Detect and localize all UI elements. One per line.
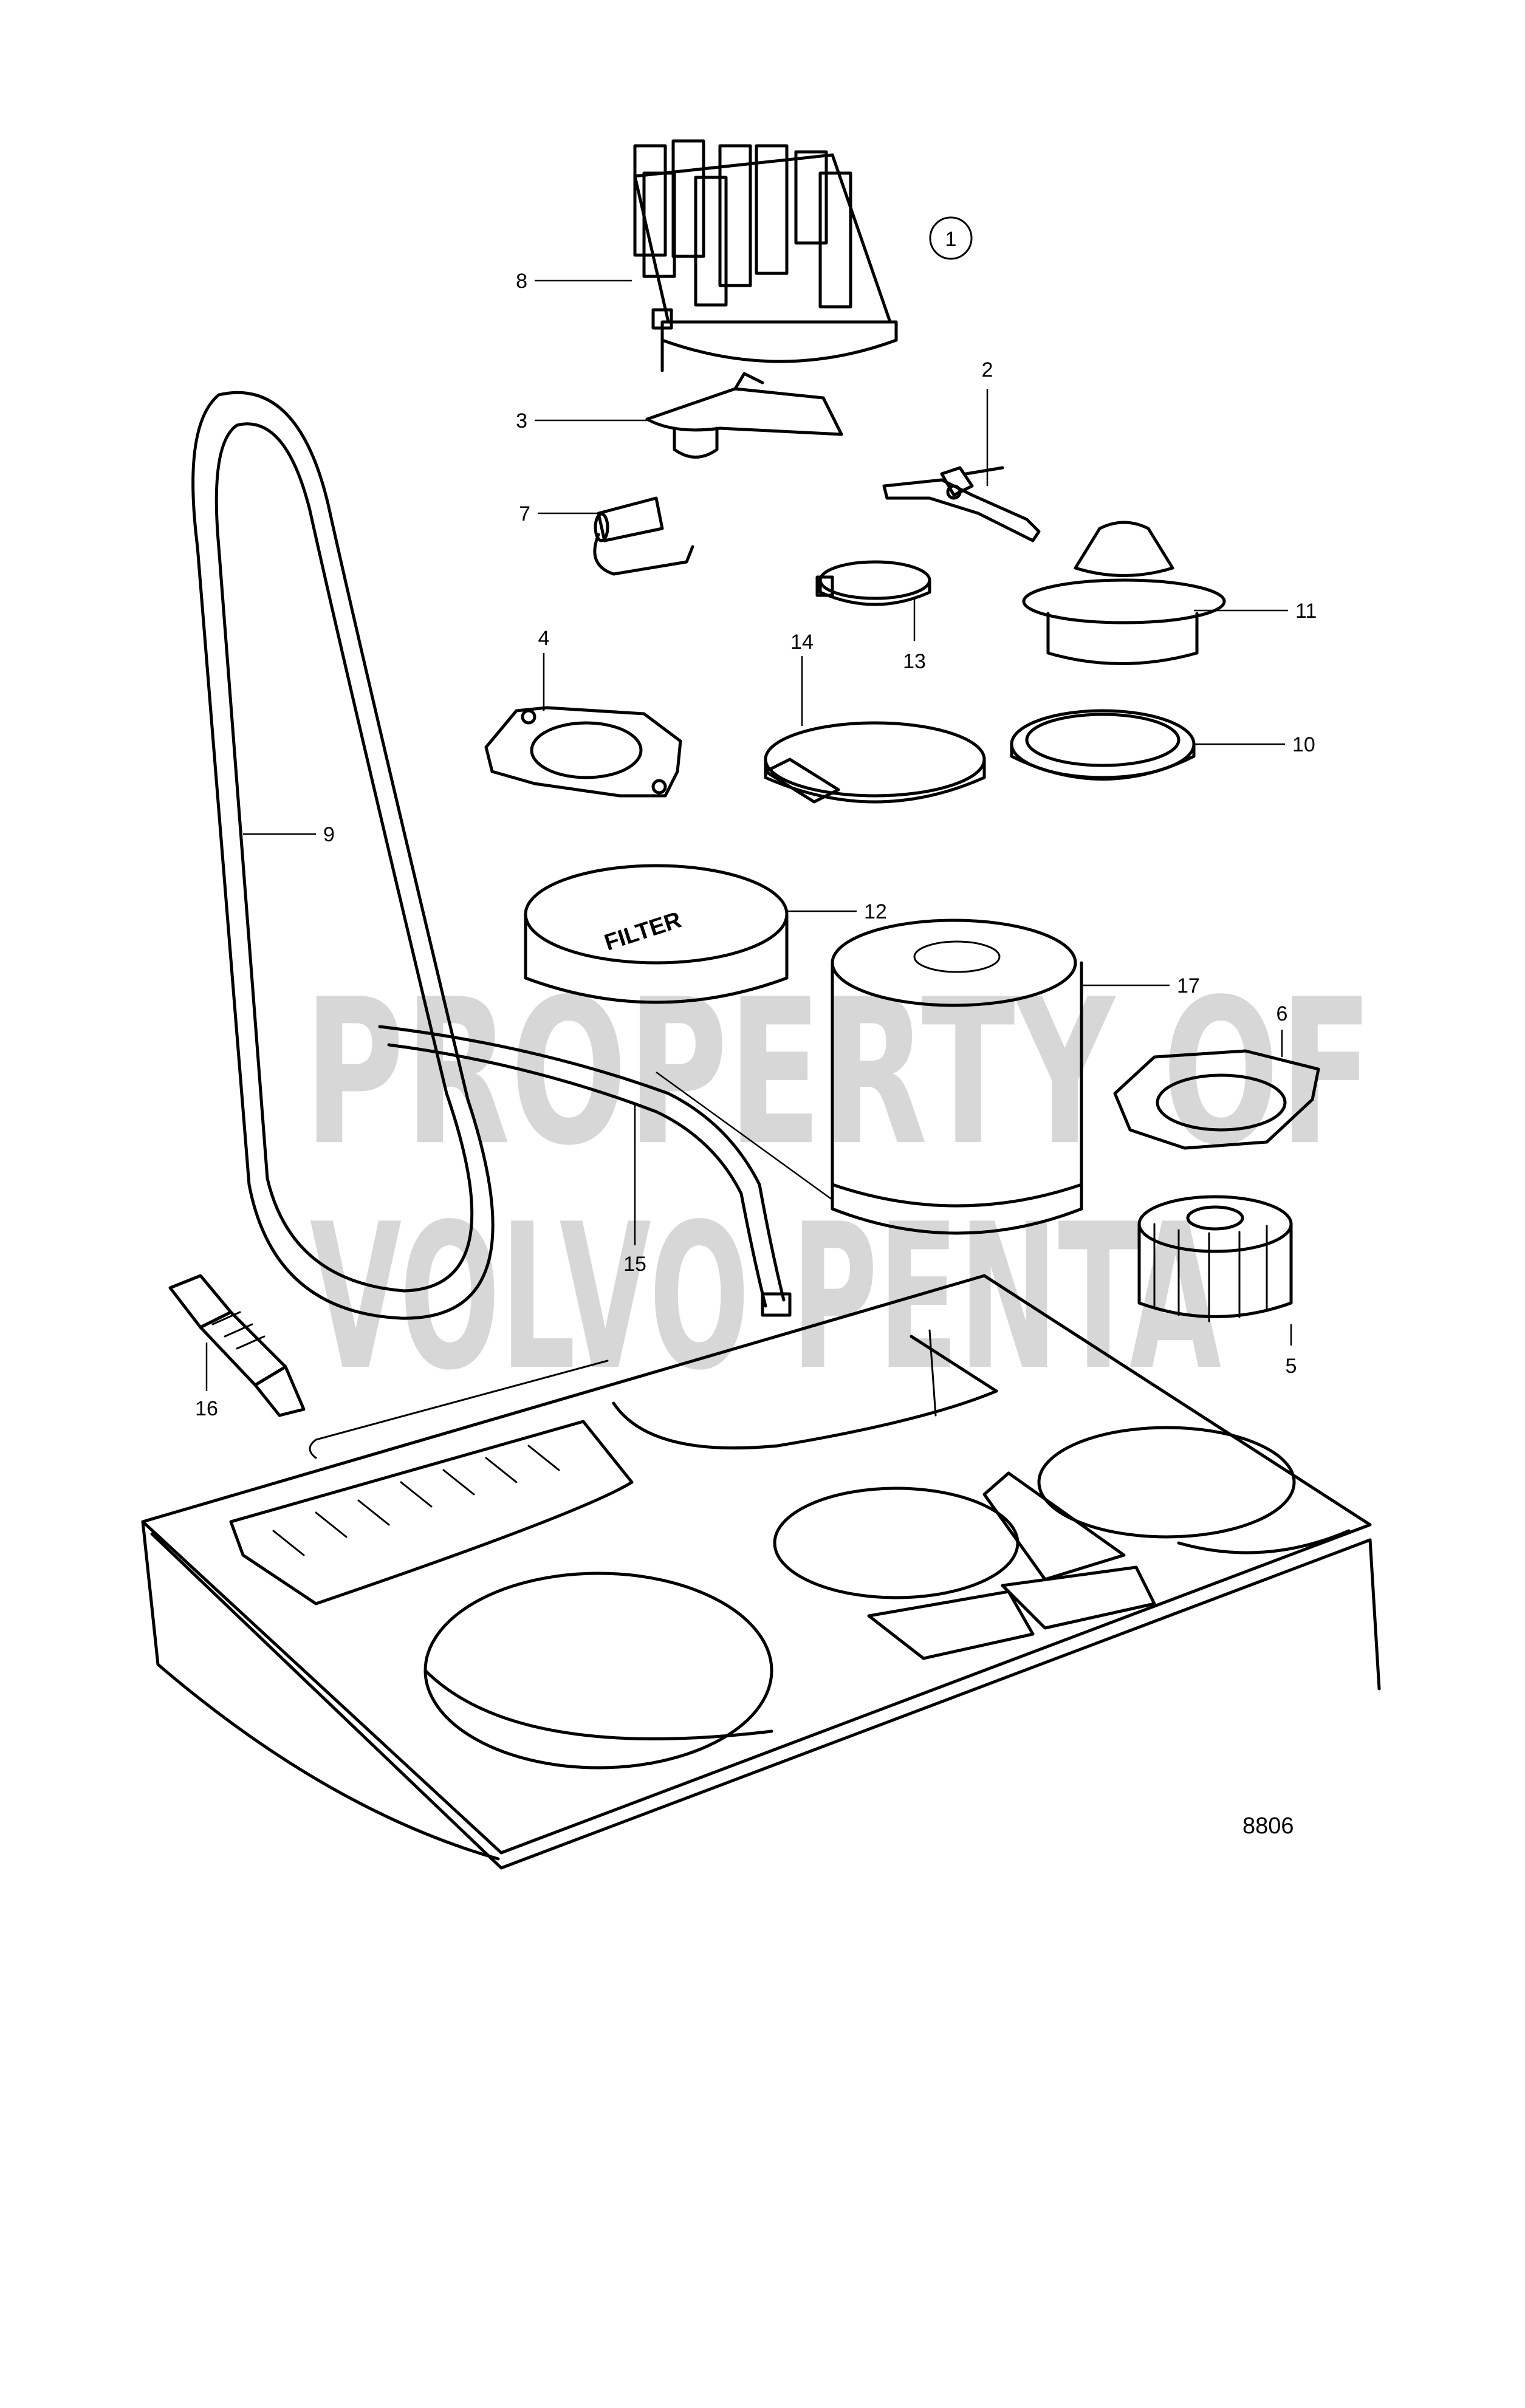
rotor <box>645 372 843 459</box>
hose-clamp-large <box>764 721 986 804</box>
gasket-4 <box>484 706 682 798</box>
callout-16: 16 <box>195 1397 218 1420</box>
callout-10: 10 <box>1292 733 1315 756</box>
hose-clamp-small <box>815 560 931 606</box>
gasket-6 <box>1113 1049 1320 1150</box>
storage-box <box>141 1274 1381 1870</box>
callout-7: 7 <box>519 502 530 525</box>
contact-breaker <box>882 466 1041 542</box>
air-filter-print: FILTER <box>601 907 685 956</box>
callout-14: 14 <box>790 631 814 654</box>
distributor-cap <box>633 139 898 372</box>
drive-belt <box>191 391 495 1320</box>
spark-plug <box>168 1274 306 1417</box>
illustration-ref: 8806 <box>1242 1813 1294 1839</box>
group-number: 1 <box>945 228 957 251</box>
leader-lines <box>205 279 1292 1391</box>
callout-8: 8 <box>516 270 527 293</box>
callout-6: 6 <box>1277 1002 1288 1025</box>
callout-4: 4 <box>538 627 550 650</box>
condenser <box>593 496 694 576</box>
callout-3: 3 <box>516 409 527 433</box>
callout-5: 5 <box>1286 1355 1297 1378</box>
impeller <box>1137 1195 1293 1322</box>
callouts: 8 3 2 7 13 11 4 14 10 9 12 17 6 5 15 16 <box>195 270 1317 1420</box>
oil-filter <box>831 918 1083 1235</box>
callout-13: 13 <box>903 650 926 673</box>
fuel-line <box>378 1025 792 1317</box>
callout-9: 9 <box>323 823 335 846</box>
callout-2: 2 <box>982 358 993 381</box>
thermostat-seal <box>1010 709 1196 781</box>
thermostat <box>1022 521 1226 665</box>
callout-11: 11 <box>1295 600 1317 623</box>
group-number-badge: 1 <box>929 216 973 260</box>
callout-12: 12 <box>864 900 887 923</box>
callout-17: 17 <box>1177 974 1200 997</box>
callout-15: 15 <box>623 1253 646 1276</box>
